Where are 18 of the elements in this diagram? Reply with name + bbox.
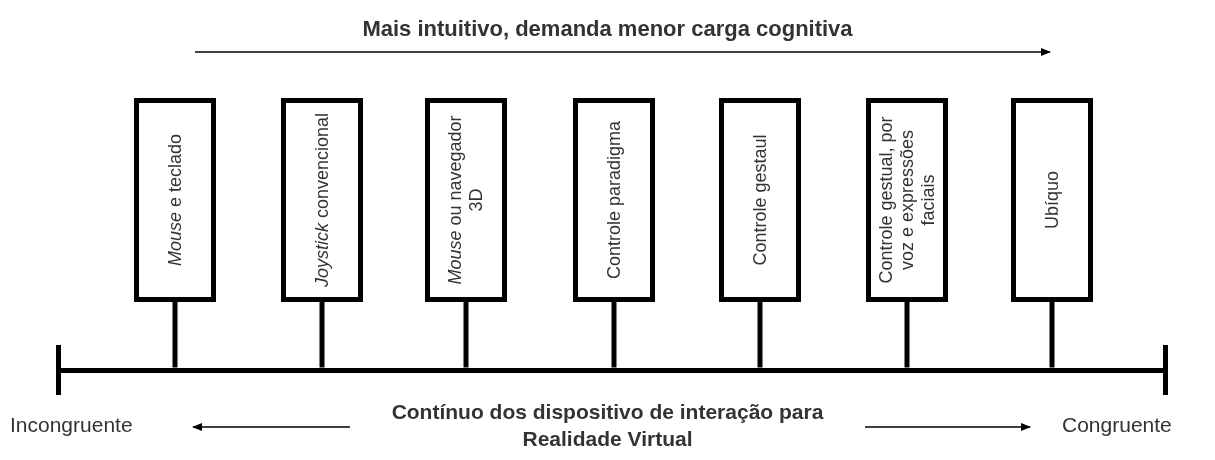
device-box: Mouse e teclado	[134, 98, 216, 302]
axis-caption: Contínuo dos dispositivo de interação para Realidade Virtual	[390, 399, 825, 452]
device-box: Controle gestaul	[719, 98, 801, 302]
connector-line	[463, 302, 469, 368]
device-box: Mouse ou navegador 3D	[425, 98, 507, 302]
connector-line	[904, 302, 910, 368]
connector-line	[172, 302, 178, 368]
connector-line	[611, 302, 617, 368]
connector-line	[757, 302, 763, 368]
heading: Mais intuitivo, demanda menor carga cognitiva	[361, 16, 854, 42]
end-label: Congruente	[1062, 413, 1172, 437]
connector-line	[1049, 302, 1055, 368]
device-box: Ubíquo	[1011, 98, 1093, 302]
device-box: Controle paradigma	[573, 98, 655, 302]
device-box: Joystick convencional	[281, 98, 363, 302]
end-label: Incongruente	[10, 413, 133, 437]
connector-line	[319, 302, 325, 368]
device-box: Controle gestual, por voz e expressões faciais	[866, 98, 948, 302]
